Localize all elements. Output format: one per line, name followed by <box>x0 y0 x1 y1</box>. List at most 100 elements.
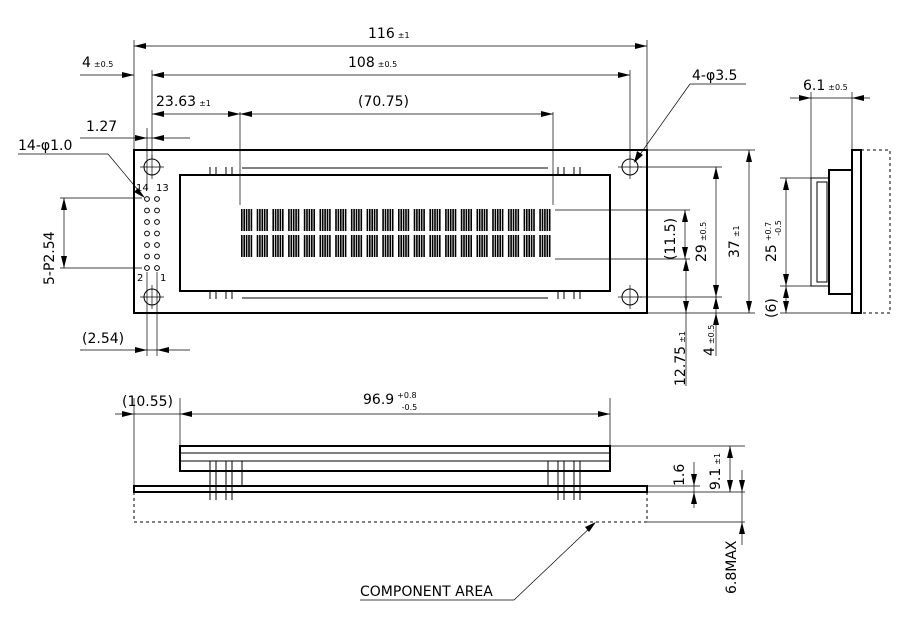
pin-label-1: 1 <box>160 273 166 284</box>
character-cell <box>507 209 520 231</box>
dim-view-height: 29±0.5 <box>694 222 710 262</box>
character-cell <box>272 235 284 257</box>
character-cell <box>288 209 300 231</box>
character-cell <box>303 235 315 257</box>
pin-hole <box>144 242 150 248</box>
pin-hole <box>154 265 160 271</box>
character-cell <box>523 235 535 257</box>
dim-side-thickness: 6.1±0.5 <box>803 78 848 94</box>
dim-hole-offset: 4±0.5 <box>82 55 113 71</box>
dim-front-max: 6.8MAX <box>724 540 740 594</box>
side-component-area <box>861 149 891 314</box>
character-cell <box>335 235 347 257</box>
front-component-area <box>133 492 648 523</box>
dim-pin-pitch: 5-P2.54 <box>42 231 58 285</box>
side-bezel <box>851 149 862 314</box>
character-cell <box>476 235 488 257</box>
dim-width-total: 116±1 <box>368 26 410 42</box>
pin-hole <box>144 219 150 225</box>
character-cell <box>460 235 472 257</box>
side-view: 6.1±0.5 25+0.7-0.5 (6) <box>764 78 891 318</box>
dim-hole-pitch: 108±0.5 <box>348 55 397 71</box>
dim-side-lower: (6) <box>764 298 780 318</box>
character-cell <box>319 235 331 257</box>
dim-display-offset: 23.63±1 <box>156 94 211 110</box>
character-cell <box>492 209 504 231</box>
character-cell <box>382 209 394 231</box>
character-cell <box>460 209 472 231</box>
character-cell <box>523 209 535 231</box>
dim-side-height: 25+0.7-0.5 <box>764 220 783 262</box>
character-cell <box>350 235 363 257</box>
character-cell <box>382 235 394 257</box>
character-cell <box>445 235 457 257</box>
character-cell <box>303 209 315 231</box>
pin-hole <box>144 253 150 260</box>
character-cell <box>288 235 300 257</box>
note-component-area: COMPONENT AREA <box>360 584 493 600</box>
character-cell <box>507 235 520 257</box>
pin-hole <box>154 196 160 202</box>
mounting-holes <box>140 155 642 309</box>
character-cell <box>366 235 378 257</box>
dim-display-width: (70.75) <box>358 94 409 110</box>
pin-hole <box>154 207 160 214</box>
pin-hole <box>154 219 160 225</box>
character-cell <box>241 235 253 257</box>
character-cell <box>429 235 441 257</box>
character-cell <box>398 235 410 257</box>
dim-pin-spacing: (2.54) <box>82 331 124 347</box>
note-mount-holes: 4-φ3.5 <box>692 68 737 84</box>
character-cell <box>398 209 410 231</box>
side-glass-outer <box>810 177 830 287</box>
top-view: 14 13 2 1 116±1 <box>18 26 755 386</box>
character-cell <box>445 209 457 231</box>
pin-hole <box>144 230 150 237</box>
front-view: (10.55) 96.9+0.8-0.5 1.6 9.1±1 6.8MAX CO… <box>115 391 745 601</box>
character-cell <box>319 209 331 231</box>
dim-char-height: (11.5) <box>663 218 679 260</box>
pin-label-14: 14 <box>136 183 149 194</box>
side-glass-inner <box>816 181 828 283</box>
dim-bottom-offset: 12.75±1 <box>673 331 689 386</box>
side-pcb <box>828 169 853 295</box>
character-cell <box>256 235 268 257</box>
character-cell <box>539 235 551 257</box>
front-bezel <box>179 445 611 472</box>
lcd-bezel <box>179 174 611 292</box>
character-cell <box>413 209 425 231</box>
bezel-tabs <box>209 167 581 299</box>
dim-pin-offset: 1.27 <box>86 119 117 135</box>
note-pin-holes: 14-φ1.0 <box>18 138 72 154</box>
dim-front-width: 96.9+0.8-0.5 <box>363 391 417 412</box>
dim-height-total: 37±1 <box>727 225 743 258</box>
character-cell <box>350 209 363 231</box>
character-cell <box>476 209 488 231</box>
character-cell <box>366 209 378 231</box>
pin-hole <box>144 196 150 202</box>
front-tabs <box>209 461 581 500</box>
character-matrix <box>241 209 551 257</box>
dim-front-offset: (10.55) <box>122 394 173 410</box>
character-cell <box>429 209 441 231</box>
pin-hole <box>144 207 150 214</box>
pcb-outline <box>133 149 648 314</box>
character-cell <box>492 235 504 257</box>
pin-label-2: 2 <box>137 273 143 284</box>
dim-hole-bottom: 4±0.5 <box>702 325 718 356</box>
character-cell <box>256 209 268 231</box>
character-cell <box>272 209 284 231</box>
pin-hole <box>154 242 160 248</box>
pin-hole <box>154 230 160 237</box>
front-pcb <box>133 485 648 493</box>
pin-holes <box>144 196 160 271</box>
dim-front-height: 9.1±1 <box>708 453 724 490</box>
pin-hole <box>154 253 160 260</box>
pin-hole <box>144 265 150 271</box>
character-cell <box>335 209 347 231</box>
character-cell <box>241 209 253 231</box>
dim-front-pcb: 1.6 <box>672 464 688 486</box>
character-cell <box>539 209 551 231</box>
character-cell <box>413 235 425 257</box>
